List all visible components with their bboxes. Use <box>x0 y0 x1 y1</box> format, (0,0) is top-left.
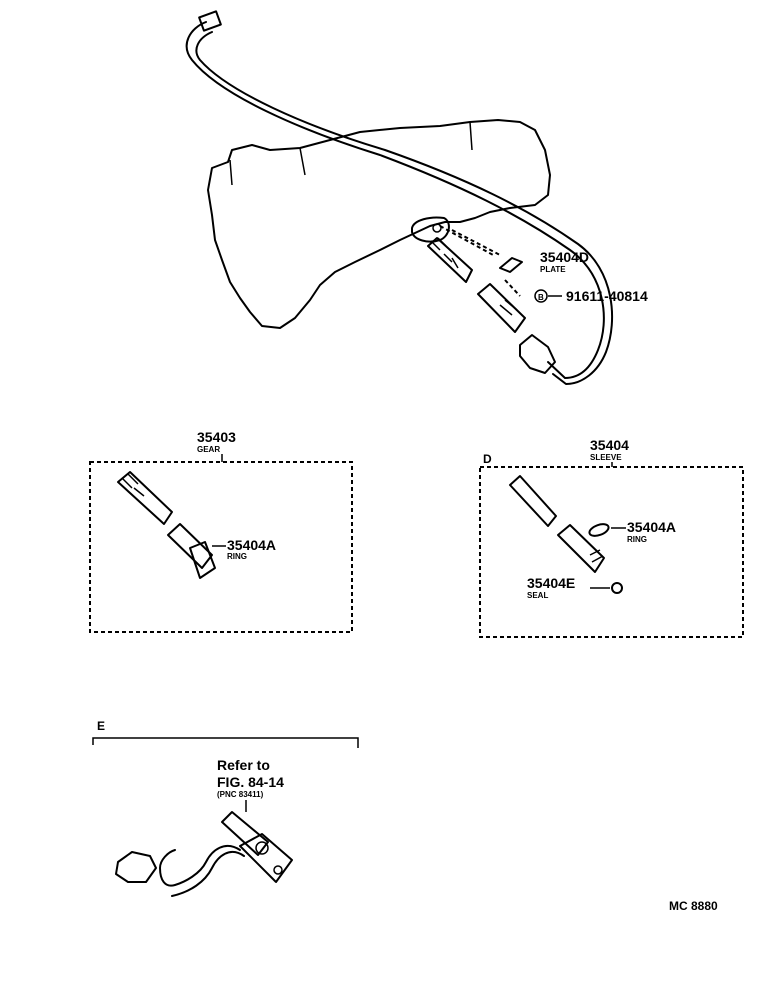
sleeve-part-name: SLEEVE <box>590 453 622 462</box>
e-view-letter: E <box>97 719 105 733</box>
sleeve-o-ring <box>588 523 610 537</box>
sleeve-ring-part-number: 35404A <box>627 519 676 535</box>
gear-ring-part-number: 35404A <box>227 537 276 553</box>
sleeve-main <box>477 283 526 333</box>
drawing-code: MC 8880 <box>669 899 718 913</box>
e-view-bracket <box>92 737 359 748</box>
mount-bracket <box>411 216 450 243</box>
gear-part-name: GEAR <box>197 445 220 454</box>
sleeve-body <box>557 524 605 573</box>
refer-line-3: (PNC 83411) <box>217 790 264 799</box>
seal-part-number: 35404E <box>527 575 575 591</box>
plate-part-name: PLATE <box>540 265 566 274</box>
bolt-symbol-icon: B <box>534 289 562 303</box>
plate-part <box>499 257 523 273</box>
gear-ring-sleeve <box>167 523 216 579</box>
speedometer-cable <box>185 10 614 385</box>
plate-part-number: 35404D <box>540 249 589 265</box>
sleeve-view-letter: D <box>483 452 492 466</box>
refer-line-1: Refer to <box>217 757 270 773</box>
seal-part-name: SEAL <box>527 591 548 600</box>
bolt-part-number: 91611-40814 <box>566 288 648 304</box>
cable-end-plug <box>519 334 556 374</box>
sleeve-pin <box>509 475 557 527</box>
sleeve-ring-part-name: RING <box>627 535 647 544</box>
driven-gear <box>427 237 473 283</box>
gear-detail-box <box>89 461 353 633</box>
refer-line-2: FIG. 84-14 <box>217 774 284 790</box>
transmission-housing <box>207 119 551 329</box>
sleeve-part-number: 35404 <box>590 437 629 453</box>
sleeve-detail-box <box>479 466 744 638</box>
gear-ring-part-name: RING <box>227 552 247 561</box>
seal-part <box>611 582 623 594</box>
connector-plug <box>115 851 157 883</box>
leader-lines <box>439 225 521 297</box>
svg-text:B: B <box>538 293 544 302</box>
speedometer-sensor-assembly <box>159 811 293 897</box>
gear-shaft <box>117 471 173 525</box>
gear-part-number: 35403 <box>197 429 236 445</box>
